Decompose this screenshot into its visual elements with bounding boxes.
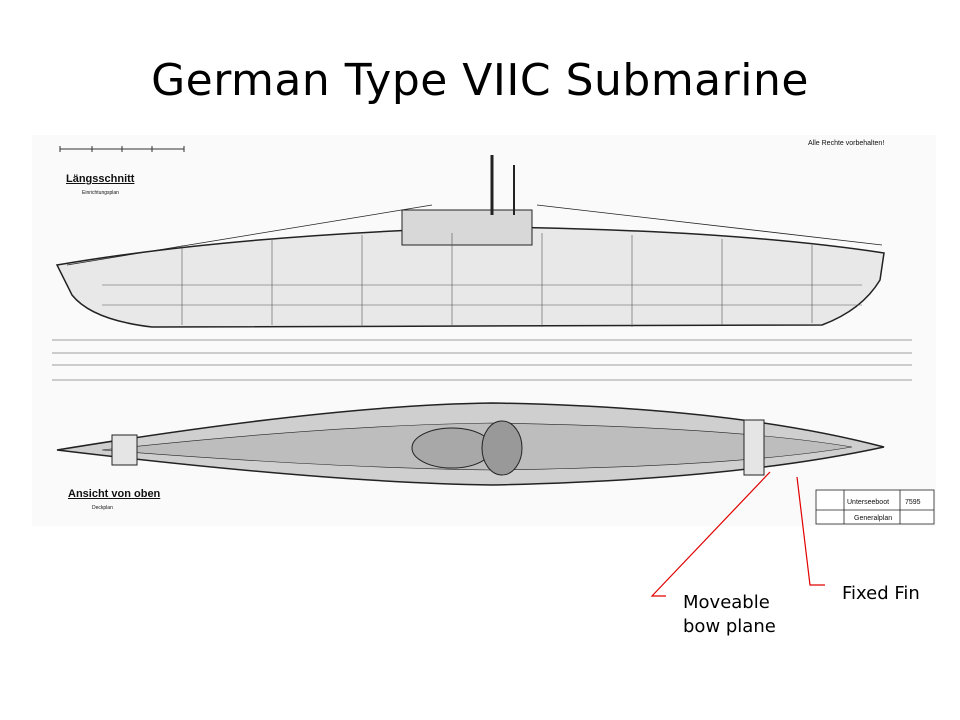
side-view [52, 155, 912, 381]
bow-plane-callout: Moveable bow plane [683, 591, 776, 639]
fixed-fin-label: Fixed Fin [842, 583, 920, 604]
slide-title: German Type VIIC Submarine [151, 55, 809, 106]
bow-plane-label-line1: Moveable [683, 592, 770, 613]
blueprint-drawing: Unterseeboot 7595 Generalplan [52, 146, 935, 525]
title-block [815, 489, 935, 525]
section-subtitle: Einrichtungsplan [82, 190, 119, 196]
top-view-subtitle: Deckplan [92, 505, 113, 511]
bow-plane-pointer [650, 471, 771, 597]
fixed-fin-callout: Fixed Fin [842, 582, 920, 606]
top-view [56, 402, 885, 486]
submarine-blueprint: Unterseeboot 7595 Generalplan Längsschni… [32, 135, 936, 526]
title-block-plan: Generalplan [854, 515, 892, 522]
title-block-name: Unterseeboot [847, 499, 889, 506]
scale-bar [59, 146, 185, 152]
fixed-fin-pointer [796, 476, 825, 586]
rights-notice: Alle Rechte vorbehalten! [808, 140, 885, 147]
bow-plane-label-line2: bow plane [683, 616, 776, 637]
section-title: Längsschnitt [66, 173, 135, 185]
top-view-title: Ansicht von oben [68, 488, 161, 500]
title-block-number: 7595 [905, 499, 921, 506]
